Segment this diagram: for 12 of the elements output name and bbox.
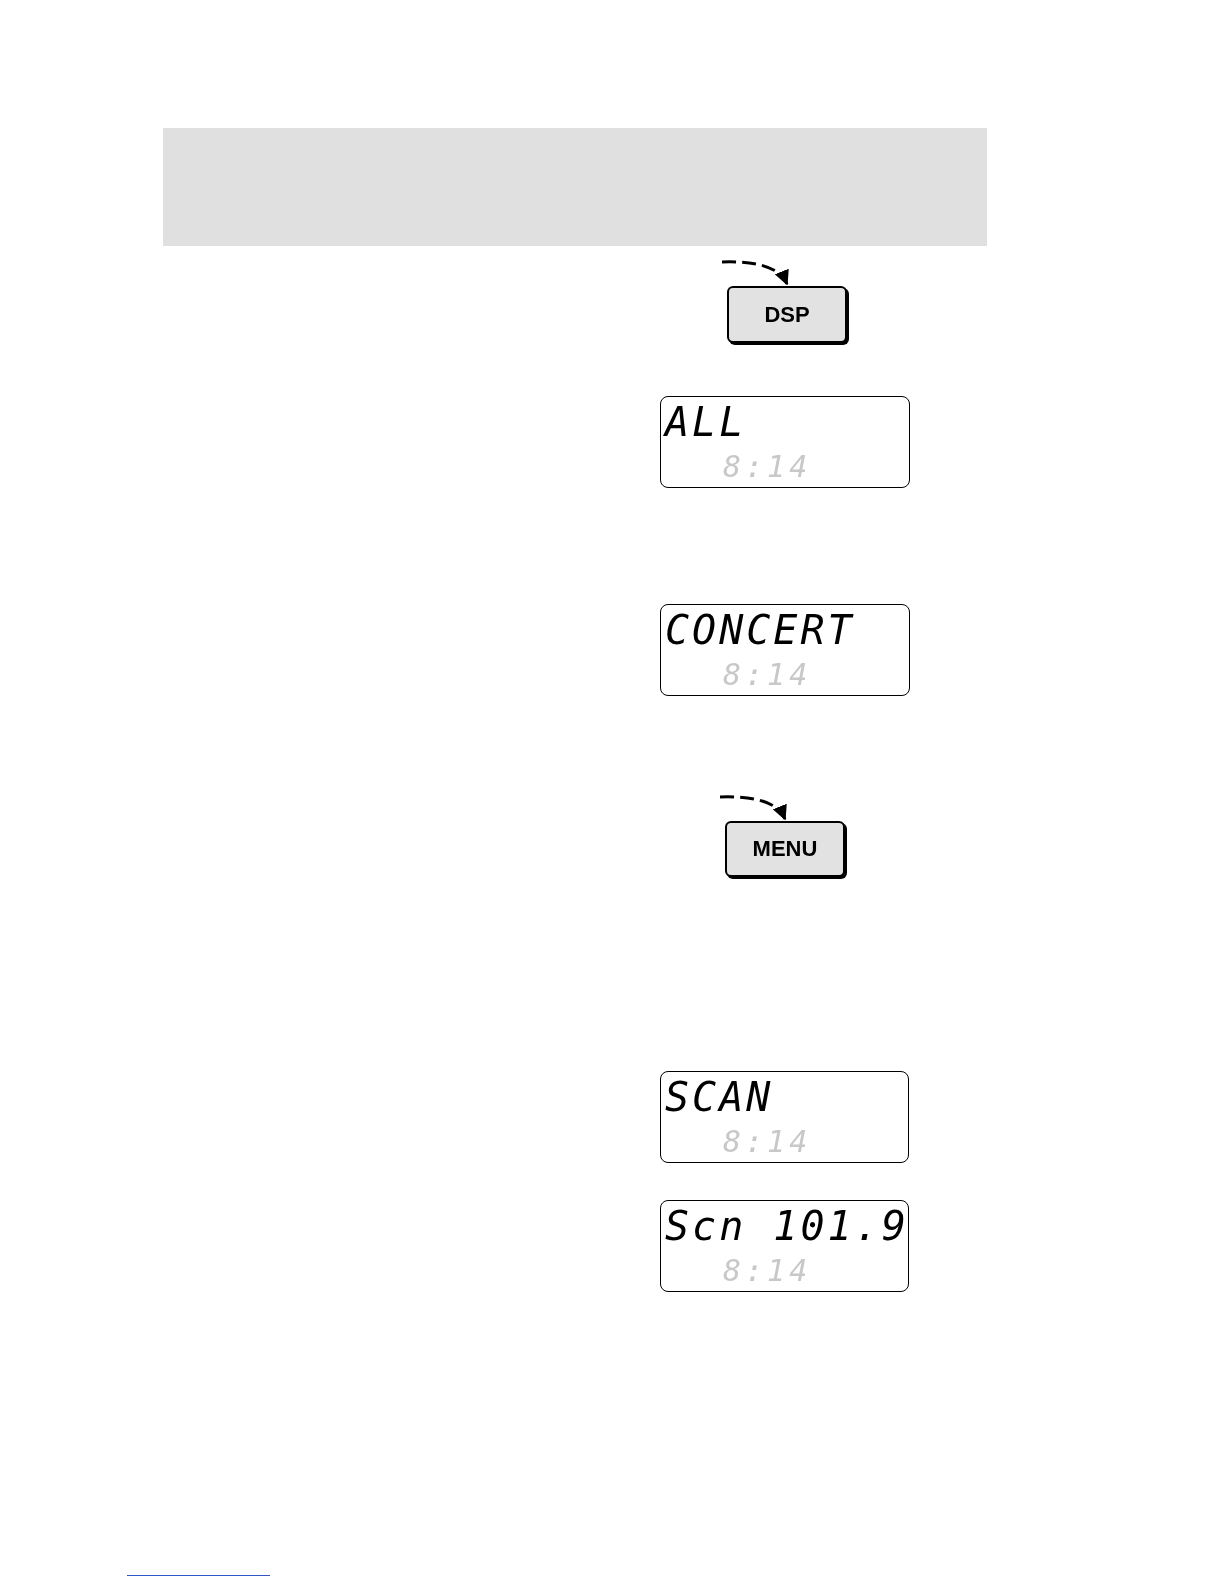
display-screen: [660, 1071, 909, 1163]
display-text: ALL: [665, 399, 747, 445]
display-screen: [660, 396, 910, 488]
press-arrow: [721, 260, 789, 286]
display-text: SCAN: [665, 1074, 774, 1120]
display-screen: [660, 1200, 909, 1292]
display-text: Scn 101.9: [665, 1203, 909, 1249]
press-arrow: [719, 795, 787, 821]
display-text: CONCERT: [665, 607, 855, 653]
display-screen: [660, 604, 910, 696]
push-button: DSP: [727, 286, 847, 343]
push-button: MENU: [725, 821, 845, 877]
